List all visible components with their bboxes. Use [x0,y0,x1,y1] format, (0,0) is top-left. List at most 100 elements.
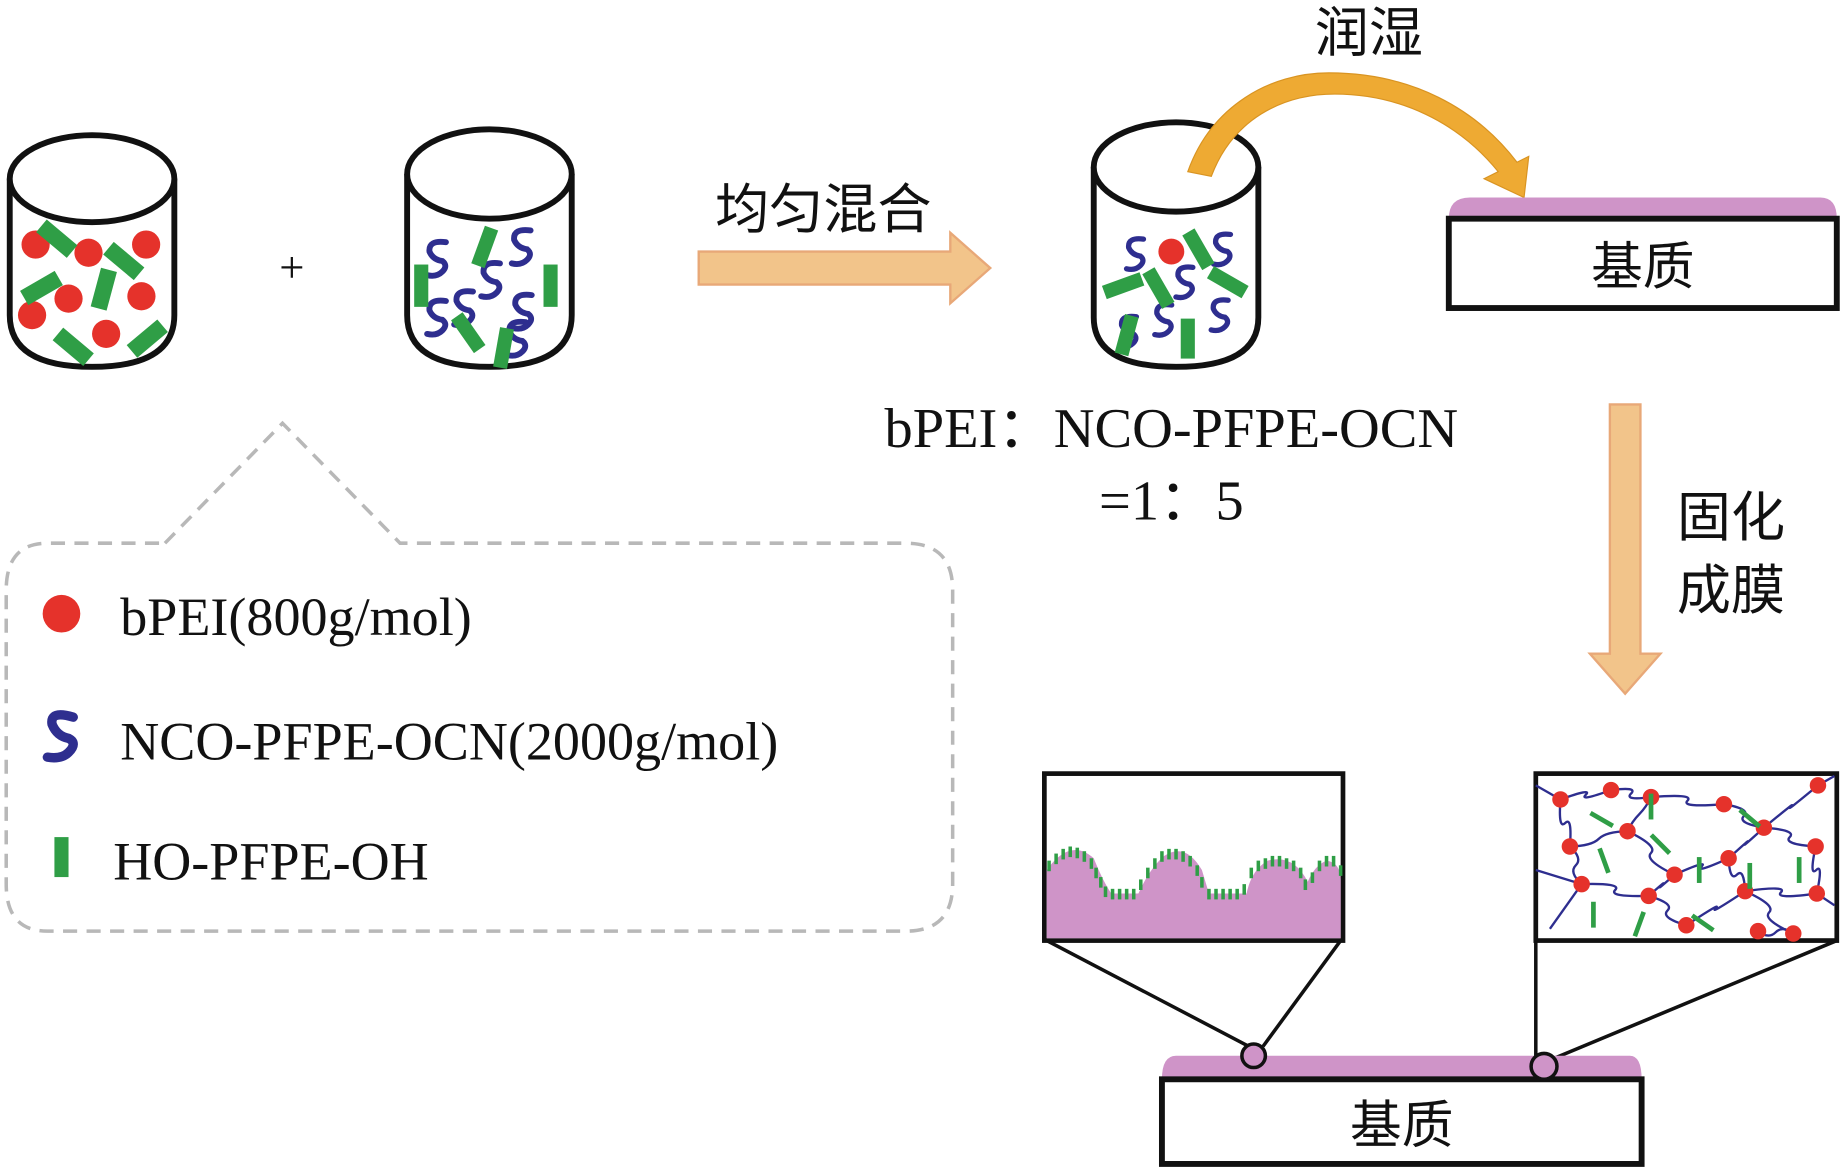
bpei-molecule [1785,925,1802,942]
legend-nco-pfpe-ocn-label: NCO-PFPE-OCN(2000g/mol) [120,712,778,772]
network-chain [1685,890,1746,927]
ratio-line-2: =1：5 [1099,471,1244,533]
ho-pfpe-oh-molecule [36,219,78,258]
bpei-molecule [1666,866,1683,883]
ho-pfpe-oh-surface-segment [1181,851,1185,862]
ho-pfpe-oh-molecule [1180,318,1195,359]
ho-pfpe-oh-surface-segment [1195,865,1199,876]
ho-pfpe-oh-molecule [451,312,486,354]
curved-arrow-icon [1187,72,1530,199]
ho-pfpe-oh-surface-segment [1099,877,1103,888]
wetting-label: 润湿 [1315,2,1423,65]
inset-surface-film [1046,849,1341,939]
legend-ho-pfpe-oh-icon [54,837,69,878]
legend-nco-pfpe-ocn-icon [42,710,78,763]
ho-pfpe-oh-molecule [126,319,168,358]
zoom-line [1045,938,1250,1048]
ratio-line-1: bPEI：NCO-PFPE-OCN [884,398,1458,460]
ho-pfpe-oh-molecule [1747,862,1753,889]
network-chain [1569,845,1583,885]
zoom-line [1261,939,1343,1048]
bpei-molecule [1755,819,1773,836]
bpei-molecule [1715,795,1733,813]
network-chain [1548,883,1583,930]
ho-pfpe-oh-molecule [103,241,145,281]
ho-pfpe-oh-surface-segment [1160,851,1164,862]
network-chain [1610,787,1652,800]
bpei-molecule [1809,777,1827,794]
ho-pfpe-oh-surface-segment [1075,847,1080,859]
ho-pfpe-oh-molecule [1648,793,1654,820]
ho-pfpe-oh-surface-segment [1291,860,1296,872]
ho-pfpe-oh-surface-segment [1249,867,1254,879]
ho-pfpe-oh-surface-segment [1047,860,1051,872]
ho-pfpe-oh-molecule [52,327,94,366]
ho-pfpe-oh-surface-segment [1228,888,1232,900]
network-chain [1727,826,1765,860]
ho-pfpe-oh-surface-segment [1256,860,1261,872]
bpei-molecule [1158,238,1185,265]
bpei-molecule [1640,887,1657,905]
wetting-arrow [1187,72,1530,199]
ho-pfpe-oh-surface-segment [1207,888,1211,900]
nco-pfpe-ocn-molecule [1152,302,1175,338]
ho-pfpe-oh-surface-segment [1221,888,1225,900]
inset-network [1533,771,1840,1060]
magnifier-circle-right [1529,1051,1559,1082]
ho-pfpe-oh-surface-segment [1214,888,1218,900]
network-chain [1558,799,1572,847]
container-a [6,132,178,370]
ho-pfpe-oh-surface-segment [1284,858,1289,869]
ho-pfpe-oh-surface-segment [1270,855,1275,867]
network-chain [1626,830,1676,876]
network-chain [1569,830,1628,848]
ho-pfpe-oh-molecule [1632,911,1646,938]
ho-pfpe-oh-molecule [1114,313,1139,357]
ho-pfpe-oh-surface-segment [1061,848,1065,860]
ho-pfpe-oh-surface-segment [1242,884,1246,895]
substrate-bottom: 基质 [1158,1042,1645,1167]
mix-arrow [697,230,993,306]
ho-pfpe-oh-surface-segment [1310,872,1315,883]
ho-pfpe-oh-molecule [1142,267,1175,309]
bpei-molecule [1602,781,1620,799]
network-chain [1581,882,1649,898]
ho-pfpe-oh-surface-segment [1167,848,1171,860]
ho-pfpe-oh-surface-segment [1303,879,1308,891]
nco-pfpe-ocn-molecule [504,318,529,359]
ho-pfpe-oh-surface-segment [1188,855,1192,867]
ho-pfpe-oh-surface-segment [1082,851,1087,862]
plus-sign: + [279,242,304,292]
substrate-top: 基质 [1445,197,1840,311]
nco-pfpe-ocn-molecule [508,227,534,267]
bpei-molecule [1561,838,1579,855]
ho-pfpe-oh-surface-segment [1054,853,1058,865]
ho-pfpe-oh-molecule [1738,808,1762,829]
zoom-line [1553,938,1838,1060]
network-chain [1744,890,1794,935]
cure-arrow [1587,403,1664,696]
down-arrow-icon [1587,403,1664,696]
bpei-molecule [54,284,83,313]
nco-pfpe-ocn-molecule [1208,297,1231,334]
network-chain [1744,887,1817,898]
nco-pfpe-ocn-molecule [424,297,449,338]
ho-pfpe-oh-molecule [1206,266,1249,299]
ho-pfpe-oh-surface-segment [1124,888,1129,900]
ho-pfpe-oh-molecule [1589,810,1615,828]
ho-pfpe-oh-surface-segment [1298,867,1303,879]
bpei-molecule [1749,922,1767,940]
nco-pfpe-ocn-molecule [510,291,535,332]
legend-ho-pfpe-oh-label: HO-PFPE-OH [113,831,429,891]
magnifier-circle-left [1240,1042,1268,1070]
cure-label-line-1: 固化 [1677,486,1785,549]
ho-pfpe-oh-molecule [1591,901,1596,928]
ho-pfpe-oh-surface-segment [1277,855,1282,867]
bpei-molecule [1808,885,1826,902]
ho-pfpe-oh-surface-segment [1103,886,1108,898]
ho-pfpe-oh-molecule [1597,847,1611,874]
ho-pfpe-oh-surface-segment [1324,855,1329,867]
ho-pfpe-oh-molecule [493,327,514,369]
